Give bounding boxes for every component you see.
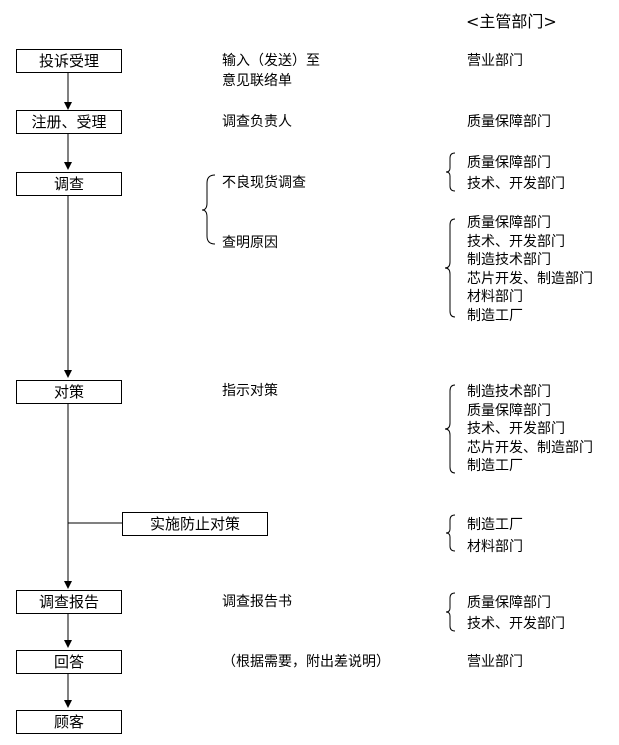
dept-register: 质量保障部门 bbox=[467, 113, 551, 132]
dept-item: 技术、开发部门 bbox=[467, 421, 565, 437]
action-defect: 不良现货调查 bbox=[222, 175, 306, 191]
dept-countermeasure: 制造技术部门 质量保障部门 技术、开发部门 芯片开发、制造部门 制造工厂 bbox=[467, 383, 593, 476]
dept-item: 芯片开发、制造部门 bbox=[467, 439, 593, 456]
dept-item: 技术、开发部门 bbox=[467, 233, 565, 250]
dept-item: 制造工厂 bbox=[467, 517, 523, 533]
dept-item: 制造工厂 bbox=[467, 307, 523, 324]
step-prevention-box: 实施防止对策 bbox=[122, 512, 268, 536]
step-report-box: 调查报告 bbox=[16, 590, 122, 614]
step-complaint-box: 投诉受理 bbox=[16, 49, 122, 73]
dept-cause: 质量保障部门 技术、开发部门 制造技术部门 芯片开发、制造部门 材料部门 制造工… bbox=[467, 214, 593, 325]
dept-item: 芯片开发、制造部门 bbox=[467, 270, 593, 287]
dept-item: 质量保障部门 bbox=[467, 215, 551, 231]
responsible-dept-header: <主管部门> bbox=[466, 12, 557, 31]
dept-prevention: 制造工厂 材料部门 bbox=[467, 514, 523, 558]
dept-item: 营业部门 bbox=[467, 53, 523, 69]
dept-answer: 营业部门 bbox=[467, 653, 523, 672]
dept-item: 质量保障部门 bbox=[467, 402, 551, 419]
action-report: 调查报告书 bbox=[222, 594, 292, 610]
action-cause: 查明原因 bbox=[222, 235, 278, 251]
dept-item: 质量保障部门 bbox=[467, 595, 551, 611]
dept-report: 质量保障部门 技术、开发部门 bbox=[467, 593, 565, 635]
dept-defect: 质量保障部门 技术、开发部门 bbox=[467, 153, 565, 195]
dept-item: 制造技术部门 bbox=[467, 252, 551, 268]
action-answer: （根据需要，附出差说明） bbox=[222, 654, 390, 670]
action-input-line1: 输入（发送）至 bbox=[222, 53, 320, 69]
dept-item: 营业部门 bbox=[467, 654, 523, 670]
step-register-box: 注册、受理 bbox=[16, 110, 122, 134]
action-register: 调查负责人 bbox=[222, 114, 292, 130]
dept-item: 材料部门 bbox=[467, 289, 523, 305]
brace-dept-cause bbox=[444, 218, 456, 318]
brace-dept-defect bbox=[445, 152, 456, 192]
step-countermeasure-box: 对策 bbox=[16, 380, 122, 404]
step-customer-box: 顾客 bbox=[16, 710, 122, 734]
dept-item: 制造工厂 bbox=[467, 458, 523, 474]
dept-complaint: 营业部门 bbox=[467, 52, 523, 71]
dept-item: 制造技术部门 bbox=[467, 384, 551, 400]
brace-dept-report bbox=[445, 592, 456, 632]
dept-item: 质量保障部门 bbox=[467, 155, 551, 171]
dept-item: 质量保障部门 bbox=[467, 114, 551, 130]
dept-item: 材料部门 bbox=[467, 539, 523, 555]
dept-item: 技术、开发部门 bbox=[467, 616, 565, 632]
dept-item: 技术、开发部门 bbox=[467, 176, 565, 192]
step-answer-box: 回答 bbox=[16, 650, 122, 674]
action-countermeasure: 指示对策 bbox=[222, 383, 278, 399]
action-input-line2: 意见联络单 bbox=[222, 73, 292, 89]
brace-investigation-actions bbox=[201, 174, 216, 245]
step-investigate-box: 调查 bbox=[16, 172, 122, 196]
brace-dept-prevention bbox=[445, 514, 456, 552]
brace-dept-countermeasure bbox=[444, 384, 456, 474]
